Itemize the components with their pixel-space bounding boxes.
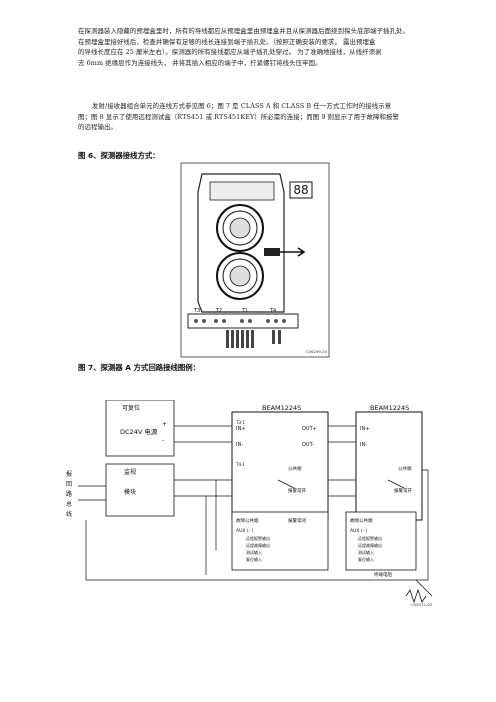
arrow-icon xyxy=(280,247,306,257)
in-plus-label: IN+ xyxy=(360,426,369,432)
text-line: 在预埋盒里接好线后，检查并确保有足够的线长连接到端子插孔处。（按照正确安装的要求… xyxy=(78,37,376,46)
aux-label: AUX (- ) xyxy=(236,528,254,534)
transmitter-lens xyxy=(216,204,264,252)
relay-switch-icon xyxy=(387,479,405,489)
text-line: 图；图 8 显示了使用远程测试盒（RTS451 或 RTS451KEY）所必需的… xyxy=(78,112,400,121)
detector-box-1 xyxy=(231,411,329,521)
alarm-label: 报警常闭 xyxy=(288,517,306,524)
text-line: 的远程输出。 xyxy=(78,123,117,132)
resistor-icon xyxy=(405,588,427,604)
loop-wires xyxy=(78,485,106,501)
aux-item: 远程故障输出 xyxy=(358,542,382,548)
text-line: 的导线长度应在 25 厘米左右）。探测器的所有接线都应从端子插孔处穿过。 为了准… xyxy=(78,48,382,57)
svg-text:路: 路 xyxy=(66,490,72,498)
intro-paragraph: 在探测器装入隐藏的预埋盒里时，所有的导线都应从预埋盒里由预埋盒并且从探测器后面绕… xyxy=(78,26,428,68)
seven-segment-display xyxy=(289,181,313,199)
eol-label: 终端电阻 xyxy=(374,571,392,578)
top-bracket xyxy=(209,181,275,201)
out-plus-label: OUT+ xyxy=(302,426,317,432)
figure6-heading: 图 6、探测器接线方式： xyxy=(78,151,160,160)
terminal-label: T3 xyxy=(193,308,200,314)
device-label-2: BEAM1224S xyxy=(370,404,409,412)
svg-text:回: 回 xyxy=(66,481,72,488)
in-plus-label: IN+ xyxy=(236,426,245,432)
text-line: 在探测器装入隐藏的预埋盒里时，所有的导线都应从预埋盒里由预埋盒并且从探测器后面绕… xyxy=(78,27,410,35)
text-line: 去 6mm 绝缘层作为连接线头， 并将其插入相应的端子中，拧紧螺钉将线头压牢固。 xyxy=(78,58,322,67)
display-digits: 88 xyxy=(293,183,308,197)
terminal-label: T3-1 xyxy=(235,420,245,425)
relay-label: 公共端 xyxy=(398,465,412,472)
power-wiring xyxy=(85,425,433,597)
receiver-lens xyxy=(216,252,264,300)
class-a-wiring-diagram: BEAM1224S BEAM1224S 可复位 DC24V 电源 + - 监视 … xyxy=(66,400,433,607)
module-title: 监视 xyxy=(124,468,136,476)
loop-bus-label: 报 回 路 总 线 xyxy=(66,470,72,518)
aux-item: 远程报警输出 xyxy=(246,535,270,541)
aux-box-1 xyxy=(231,511,329,571)
power-supply-box xyxy=(105,400,175,457)
psu-plus: + xyxy=(162,421,167,428)
svg-text:报: 报 xyxy=(66,470,72,478)
detector-wiring-figure: 88 T3 T2 T1 T4 C06299-00 xyxy=(180,162,330,358)
svg-text:总: 总 xyxy=(66,500,72,508)
aux-box-2 xyxy=(345,511,417,571)
psu-line: DC24V 电源 xyxy=(120,427,158,436)
figure-code: C06299-00 xyxy=(306,349,328,354)
module-sub: 模块 xyxy=(124,488,136,496)
text-line: 发射/接收器组合单元的连线方式参见图 6；图 7 是 CLASS A 和 CLA… xyxy=(92,102,392,110)
device-label-1: BEAM1224S xyxy=(262,404,301,412)
terminal-pin-labels xyxy=(226,330,281,348)
figure-code: C05072-00 xyxy=(411,602,433,607)
svg-text:线: 线 xyxy=(66,510,72,518)
terminal-label: T4 xyxy=(269,308,276,314)
fault-label: 故障公共端 xyxy=(236,517,259,524)
relay-switch-icon xyxy=(277,479,295,489)
aux-item: 复位输入 xyxy=(246,556,262,562)
alarm-relay-label: 报警常开 xyxy=(288,487,306,494)
aux-label: AUX (- ) xyxy=(350,528,368,534)
psu-title: 可复位 xyxy=(122,404,140,412)
figure-frame xyxy=(180,162,330,358)
fault-label: 故障公共端 xyxy=(350,517,373,524)
in-minus-label: IN- xyxy=(236,442,243,448)
relay-label: 公共端 xyxy=(288,465,302,472)
terminal-label: T1 xyxy=(241,308,248,314)
aux-item: 测试输入 xyxy=(358,549,374,555)
terminal-label: T2 xyxy=(215,308,222,314)
monitor-module-box xyxy=(105,463,175,517)
psu-minus: - xyxy=(162,437,164,444)
terminal-label: T4-1 xyxy=(235,462,245,467)
aux-item: 测试输入 xyxy=(246,549,262,555)
terminal-screws xyxy=(194,319,286,323)
wiring-paragraph: 发射/接收器组合单元的连线方式参见图 6；图 7 是 CLASS A 和 CLA… xyxy=(78,101,442,133)
aux-item: 复位输入 xyxy=(358,556,374,562)
aux-item: 远程故障输出 xyxy=(246,542,270,548)
detector-box-2 xyxy=(355,411,423,521)
aux-item: 远程报警输出 xyxy=(358,535,382,541)
adjust-knob xyxy=(264,248,280,256)
out-minus-label: OUT- xyxy=(302,442,314,448)
in-minus-label: IN- xyxy=(360,442,367,448)
figure7-heading: 图 7、探测器 A 方式回路接线图例： xyxy=(78,363,201,372)
alarm-relay-label: 报警常开 xyxy=(394,487,412,494)
